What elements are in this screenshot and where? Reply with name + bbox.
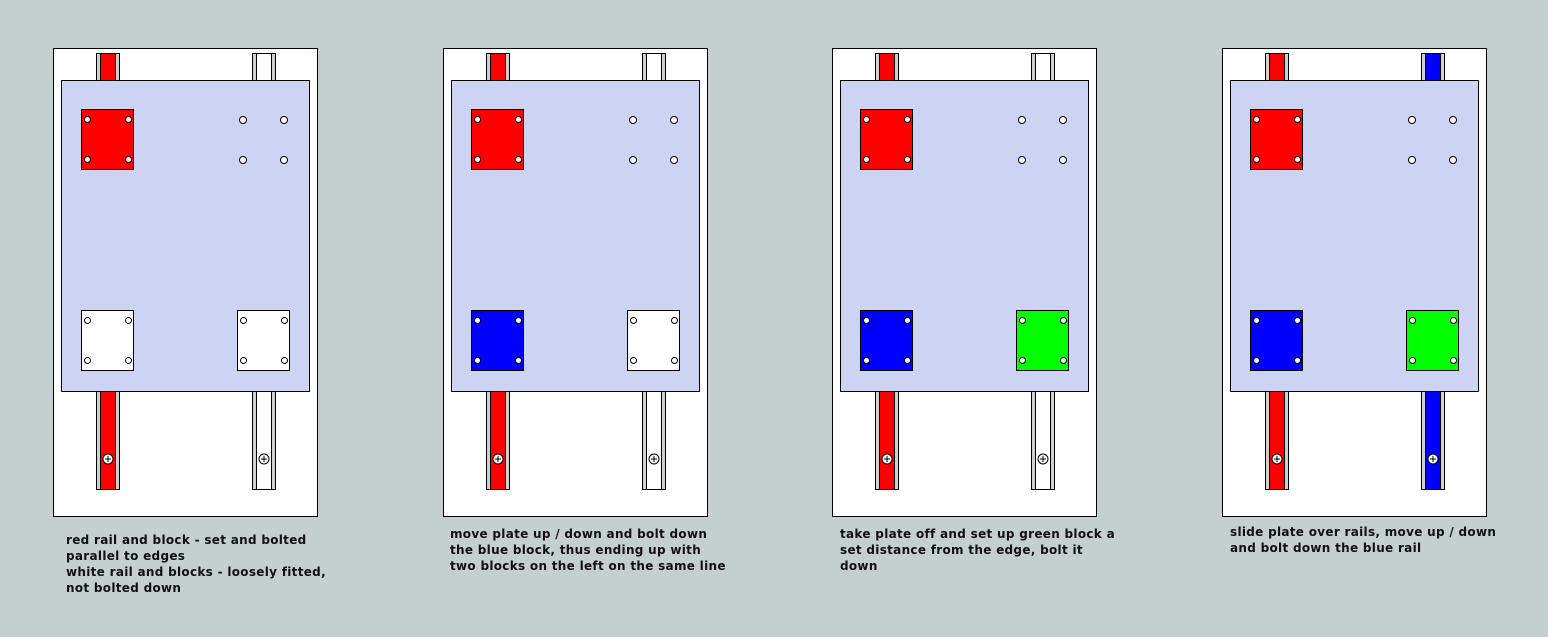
panel-group <box>53 48 318 517</box>
bolt-hole <box>474 317 481 324</box>
bolt-hole <box>1019 357 1026 364</box>
bolt-hole <box>84 357 91 364</box>
bolt-hole <box>1450 357 1457 364</box>
bolt-hole <box>1294 116 1301 123</box>
screw-cross-icon <box>1274 456 1280 462</box>
mounting-hole <box>239 116 247 124</box>
panel-group <box>832 48 1097 517</box>
mounting-hole <box>1059 116 1067 124</box>
bolt-hole <box>1253 156 1260 163</box>
bolt-hole <box>1409 357 1416 364</box>
caption-line: and bolt down the blue rail <box>1230 541 1422 555</box>
panel-group <box>443 48 708 517</box>
bolt-hole <box>1253 317 1260 324</box>
bolt-hole <box>84 116 91 123</box>
bolt-hole <box>125 357 132 364</box>
mounting-hole <box>1059 156 1067 164</box>
screw-cross-icon <box>884 456 890 462</box>
caption-line: down <box>840 559 878 573</box>
bolt-hole <box>904 357 911 364</box>
panel-caption: slide plate over rails, move up / down an… <box>1230 524 1496 556</box>
mounting-hole <box>670 116 678 124</box>
bolt-hole <box>125 116 132 123</box>
panel-4 <box>1222 48 1487 517</box>
bolt-hole <box>281 317 288 324</box>
bolt-hole <box>515 156 522 163</box>
screw-cross-icon <box>651 456 657 462</box>
mounting-hole <box>1449 116 1457 124</box>
bolt-hole <box>630 357 637 364</box>
bolt-hole <box>1294 317 1301 324</box>
bolt-hole <box>1019 317 1026 324</box>
caption-line: set distance from the edge, bolt it <box>840 543 1083 557</box>
panel-caption: red rail and block - set and bolted paral… <box>66 532 326 596</box>
bolt-hole <box>1253 116 1260 123</box>
panel-caption: move plate up / down and bolt down the bl… <box>450 526 726 574</box>
bolt-hole <box>904 156 911 163</box>
panel-2 <box>443 48 708 517</box>
caption-line: parallel to edges <box>66 549 186 563</box>
caption-line: not bolted down <box>66 581 182 595</box>
bolt-hole <box>1409 317 1416 324</box>
bolt-hole <box>1450 317 1457 324</box>
bolt-hole <box>125 156 132 163</box>
mounting-hole <box>629 116 637 124</box>
mounting-hole <box>1408 156 1416 164</box>
caption-line: red rail and block - set and bolted <box>66 533 307 547</box>
bolt-hole <box>474 357 481 364</box>
bolt-hole <box>904 317 911 324</box>
screw-cross-icon <box>1040 456 1046 462</box>
screw-cross-icon <box>105 456 111 462</box>
mounting-hole <box>280 156 288 164</box>
bolt-hole <box>84 156 91 163</box>
bolt-hole <box>474 156 481 163</box>
bolt-hole <box>863 116 870 123</box>
mounting-hole <box>1408 116 1416 124</box>
mounting-hole <box>280 116 288 124</box>
bolt-hole <box>904 116 911 123</box>
bolt-hole <box>1060 317 1067 324</box>
mounting-hole <box>1449 156 1457 164</box>
bolt-hole <box>1253 357 1260 364</box>
mounting-hole <box>670 156 678 164</box>
bolt-hole <box>474 116 481 123</box>
bolt-hole <box>281 357 288 364</box>
bolt-hole <box>863 317 870 324</box>
mounting-hole <box>1018 116 1026 124</box>
bolt-hole <box>1294 156 1301 163</box>
panel-caption: take plate off and set up green block a s… <box>840 526 1115 574</box>
caption-line: take plate off and set up green block a <box>840 527 1115 541</box>
bolt-hole <box>863 357 870 364</box>
panel-group <box>1222 48 1487 517</box>
screw-cross-icon <box>1430 456 1436 462</box>
bolt-hole <box>630 317 637 324</box>
bolt-hole <box>1294 357 1301 364</box>
bolt-hole <box>84 317 91 324</box>
bolt-hole <box>125 317 132 324</box>
screw-cross-icon <box>261 456 267 462</box>
bolt-hole <box>515 357 522 364</box>
bolt-hole <box>240 357 247 364</box>
bolt-hole <box>671 317 678 324</box>
panel-3 <box>832 48 1097 517</box>
bolt-hole <box>515 317 522 324</box>
bolt-hole <box>671 357 678 364</box>
bolt-hole <box>1060 357 1067 364</box>
bolt-hole <box>515 116 522 123</box>
screw-cross-icon <box>495 456 501 462</box>
caption-line: the blue block, thus ending up with <box>450 543 702 557</box>
mounting-hole <box>629 156 637 164</box>
caption-line: white rail and blocks - loosely fitted, <box>66 565 326 579</box>
bolt-hole <box>240 317 247 324</box>
bolt-hole <box>863 156 870 163</box>
caption-line: slide plate over rails, move up / down <box>1230 525 1497 539</box>
mounting-hole <box>1018 156 1026 164</box>
mounting-hole <box>239 156 247 164</box>
caption-line: move plate up / down and bolt down <box>450 527 708 541</box>
panel-1 <box>53 48 318 517</box>
caption-line: two blocks on the left on the same line <box>450 559 726 573</box>
